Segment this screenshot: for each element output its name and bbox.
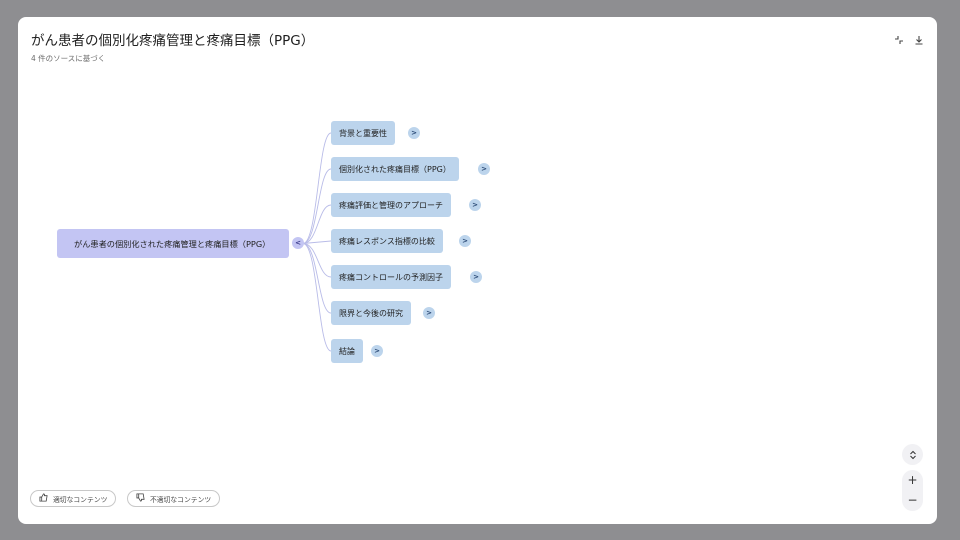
- download-icon[interactable]: [912, 33, 926, 47]
- expand-toggle[interactable]: >: [423, 307, 435, 319]
- expand-toggle[interactable]: >: [470, 271, 482, 283]
- expand-toggle[interactable]: >: [478, 163, 490, 175]
- node-label: 個別化された疼痛目標（PPG）: [339, 164, 451, 174]
- mindmap-connectors: [302, 132, 332, 352]
- source-count: 4 件のソースに基づく: [31, 54, 106, 63]
- expand-toggle[interactable]: >: [459, 235, 471, 247]
- zoom-in-button[interactable]: +: [907, 473, 918, 487]
- node-limitations[interactable]: 限界と今後の研究: [331, 301, 411, 325]
- root-node[interactable]: がん患者の個別化された疼痛管理と疼痛目標（PPG）: [57, 229, 289, 258]
- thumbs-down-icon: [136, 493, 145, 504]
- expand-toggle[interactable]: >: [469, 199, 481, 211]
- good-content-label: 適切なコンテンツ: [53, 495, 108, 504]
- collapse-arrows-icon[interactable]: [892, 33, 906, 47]
- good-content-button[interactable]: 適切なコンテンツ: [30, 490, 117, 507]
- node-response-metrics[interactable]: 疼痛レスポンス指標の比較: [331, 229, 443, 253]
- node-ppg[interactable]: 個別化された疼痛目標（PPG）: [331, 157, 459, 181]
- bad-content-label: 不適切なコンテンツ: [150, 495, 212, 504]
- node-background[interactable]: 背景と重要性: [331, 121, 395, 145]
- root-node-label: がん患者の個別化された疼痛管理と疼痛目標（PPG）: [74, 238, 271, 249]
- expand-toggle[interactable]: >: [371, 345, 383, 357]
- expand-collapse-icon[interactable]: [902, 444, 923, 465]
- thumbs-up-icon: [39, 493, 48, 504]
- page-title: がん患者の個別化疼痛管理と疼痛目標（PPG）: [31, 33, 315, 49]
- expand-toggle[interactable]: >: [408, 127, 420, 139]
- node-label: 結論: [339, 346, 355, 356]
- bad-content-button[interactable]: 不適切なコンテンツ: [127, 490, 221, 507]
- zoom-controls: + −: [902, 470, 923, 511]
- node-label: 疼痛レスポンス指標の比較: [339, 236, 435, 246]
- node-label: 背景と重要性: [339, 128, 387, 138]
- node-label: 疼痛コントロールの予測因子: [339, 272, 443, 282]
- node-label: 限界と今後の研究: [339, 308, 403, 318]
- node-assessment[interactable]: 疼痛評価と管理のアプローチ: [331, 193, 451, 217]
- zoom-out-button[interactable]: −: [907, 493, 918, 507]
- node-predictors[interactable]: 疼痛コントロールの予測因子: [331, 265, 451, 289]
- node-label: 疼痛評価と管理のアプローチ: [339, 200, 443, 210]
- mindmap-panel: がん患者の個別化疼痛管理と疼痛目標（PPG） 4 件のソースに基づく がん患者の…: [18, 17, 937, 524]
- node-conclusion[interactable]: 結論: [331, 339, 363, 363]
- root-collapse-toggle[interactable]: <: [292, 237, 304, 249]
